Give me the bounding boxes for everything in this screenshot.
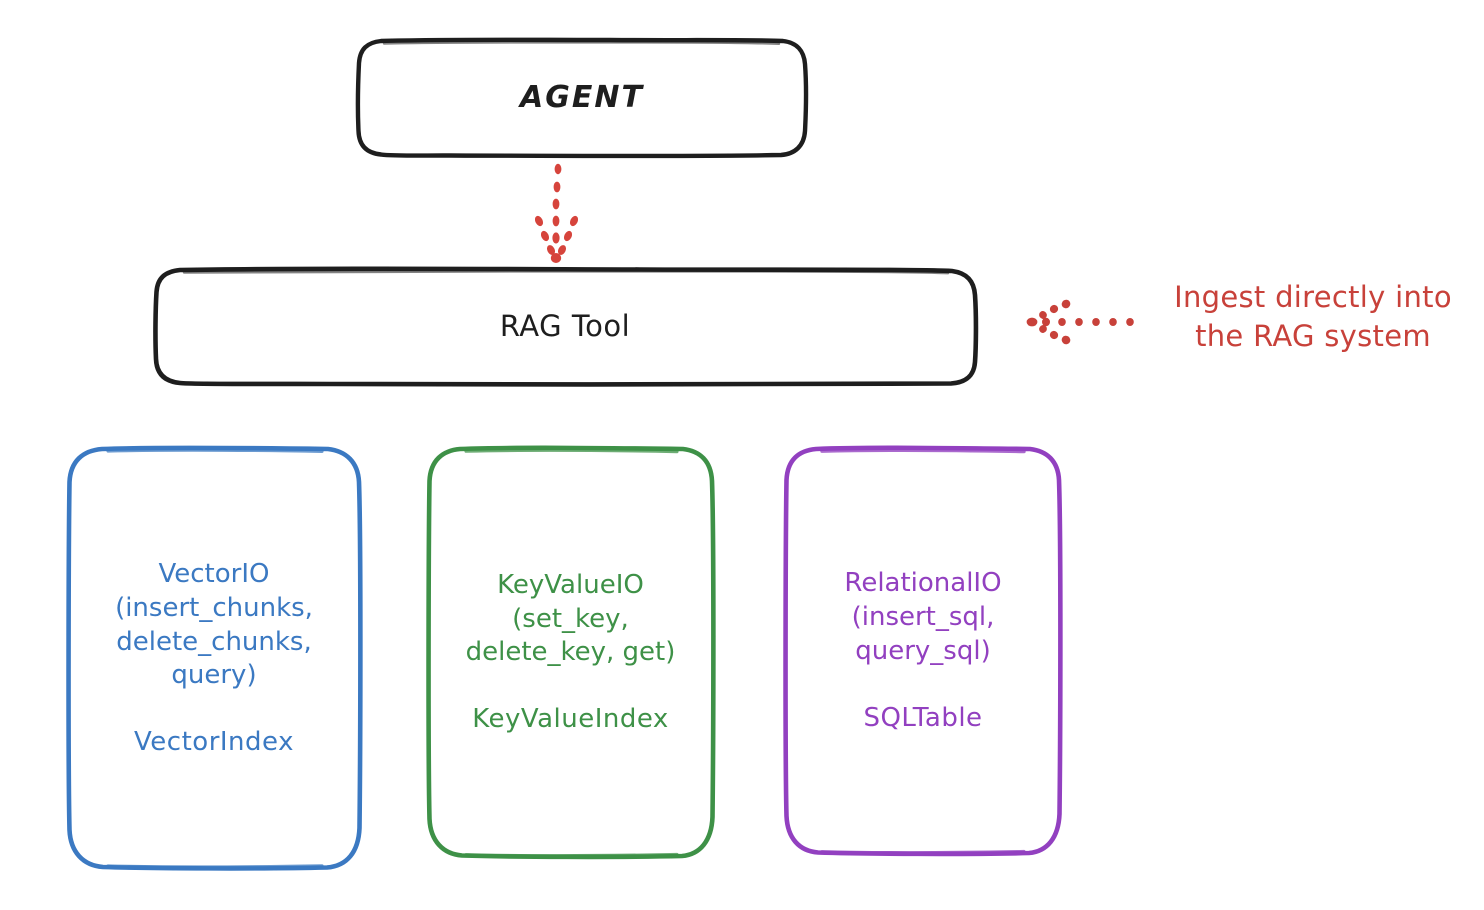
rag-tool-node-shape[interactable] <box>153 266 979 387</box>
ingest-annotation-text: Ingest directly into the RAG system <box>1174 280 1452 354</box>
key-value-io-node-shape[interactable] <box>426 445 716 860</box>
ingest-dotted-left-arrow-icon <box>1026 299 1134 345</box>
relational-io-node-shape[interactable] <box>783 445 1063 857</box>
vector-io-node-shape[interactable] <box>66 445 363 871</box>
agent-node-shape[interactable] <box>355 37 809 159</box>
agent-to-rag-dotted-arrow-icon <box>534 163 579 263</box>
